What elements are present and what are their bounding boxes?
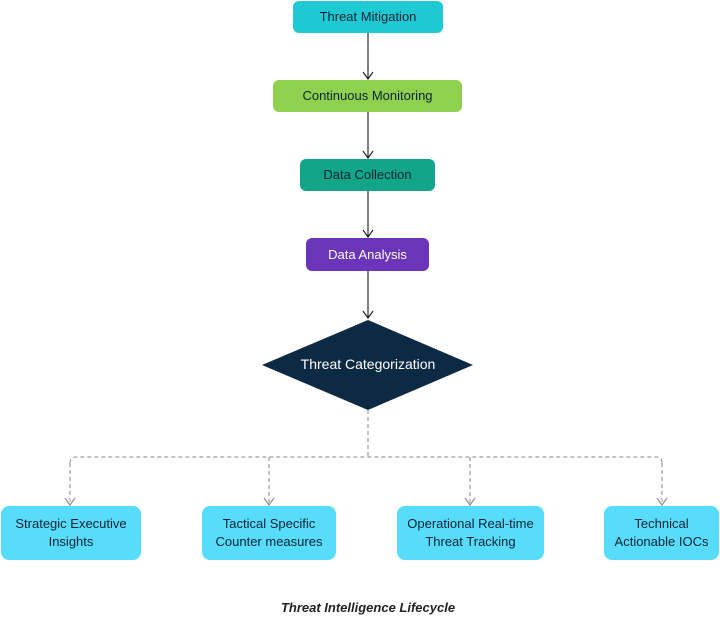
strategic-node: Strategic Executive Insights xyxy=(1,506,141,560)
threat-mitigation-node: Threat Mitigation xyxy=(293,1,443,33)
dashed-branch-connectors xyxy=(64,410,668,506)
threat-categorization-label: Threat Categorization xyxy=(300,356,436,372)
tactical-label: Tactical Specific Counter measures xyxy=(215,516,323,549)
data-collection-label: Data Collection xyxy=(323,167,412,182)
tactical-node: Tactical Specific Counter measures xyxy=(202,506,336,560)
diagram-caption: Threat Intelligence Lifecycle xyxy=(280,600,456,615)
technical-node: Technical Actionable IOCs xyxy=(604,506,719,560)
dashed-crossbar xyxy=(69,456,663,464)
continuous-monitoring-node: Continuous Monitoring xyxy=(273,80,462,112)
threat-mitigation-label: Threat Mitigation xyxy=(319,9,417,24)
technical-label: Technical Actionable IOCs xyxy=(614,516,709,549)
data-analysis-node: Data Analysis xyxy=(306,238,429,271)
operational-label: Operational Real-time Threat Tracking xyxy=(407,516,534,549)
categorization-diamond xyxy=(262,320,473,410)
operational-node: Operational Real-time Threat Tracking xyxy=(397,506,544,560)
continuous-monitoring-label: Continuous Monitoring xyxy=(302,88,433,103)
data-analysis-label: Data Analysis xyxy=(328,246,407,262)
data-collection-node: Data Collection xyxy=(300,159,435,191)
strategic-label: Strategic Executive Insights xyxy=(15,516,127,549)
